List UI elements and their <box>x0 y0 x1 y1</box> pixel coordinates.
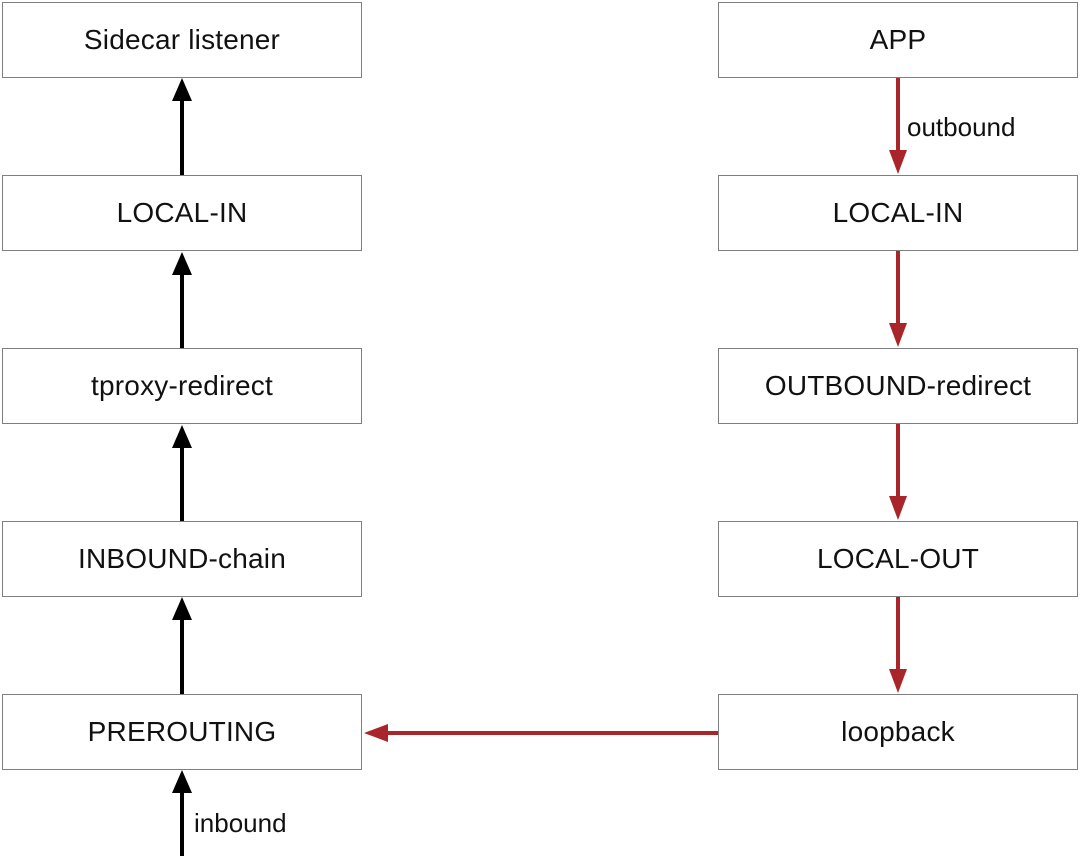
node-loopback: loopback <box>718 694 1078 770</box>
arrowhead-tproxy-to-local-in <box>172 252 192 275</box>
arrowhead-prerouting-to-inbound-chain <box>172 597 192 620</box>
inbound-path <box>172 78 192 856</box>
node-right-local-in: LOCAL-IN <box>718 175 1078 251</box>
edge-label-inbound: inbound <box>194 808 287 838</box>
node-tproxy-redirect-label: tproxy-redirect <box>91 370 273 401</box>
arrowhead-local-in-to-sidecar <box>172 78 192 101</box>
node-loopback-label: loopback <box>841 716 955 747</box>
outbound-path <box>364 78 907 742</box>
edge-label-outbound: outbound <box>907 112 1016 142</box>
node-outbound-redirect-label: OUTBOUND-redirect <box>764 370 1032 401</box>
node-right-local-in-label: LOCAL-IN <box>832 197 964 228</box>
node-inbound-chain: INBOUND-chain <box>2 521 362 597</box>
node-left-local-in-label: LOCAL-IN <box>116 197 248 228</box>
arrowhead-app-to-local-in <box>889 150 907 174</box>
arrowhead-loopback-to-prerouting <box>364 724 388 742</box>
node-local-out-label: LOCAL-OUT <box>816 543 980 574</box>
node-app-label: APP <box>869 24 927 55</box>
arrowhead-local-in-to-outbound-redirect <box>889 323 907 347</box>
node-app: APP <box>718 2 1078 78</box>
node-inbound-chain-label: INBOUND-chain <box>78 543 286 574</box>
arrowhead-outbound-redirect-to-local-out <box>889 496 907 520</box>
arrowhead-local-out-to-loopback <box>889 669 907 693</box>
node-left-local-in: LOCAL-IN <box>2 175 362 251</box>
node-sidecar-listener-label: Sidecar listener <box>83 24 281 55</box>
node-prerouting-label: PREROUTING <box>87 716 277 747</box>
node-sidecar-listener: Sidecar listener <box>2 2 362 78</box>
node-outbound-redirect: OUTBOUND-redirect <box>718 348 1078 424</box>
arrowhead-inbound-chain-to-tproxy <box>172 425 192 448</box>
node-local-out: LOCAL-OUT <box>718 521 1078 597</box>
node-tproxy-redirect: tproxy-redirect <box>2 348 362 424</box>
node-prerouting: PREROUTING <box>2 694 362 770</box>
arrowhead-inbound-to-prerouting <box>172 770 192 793</box>
